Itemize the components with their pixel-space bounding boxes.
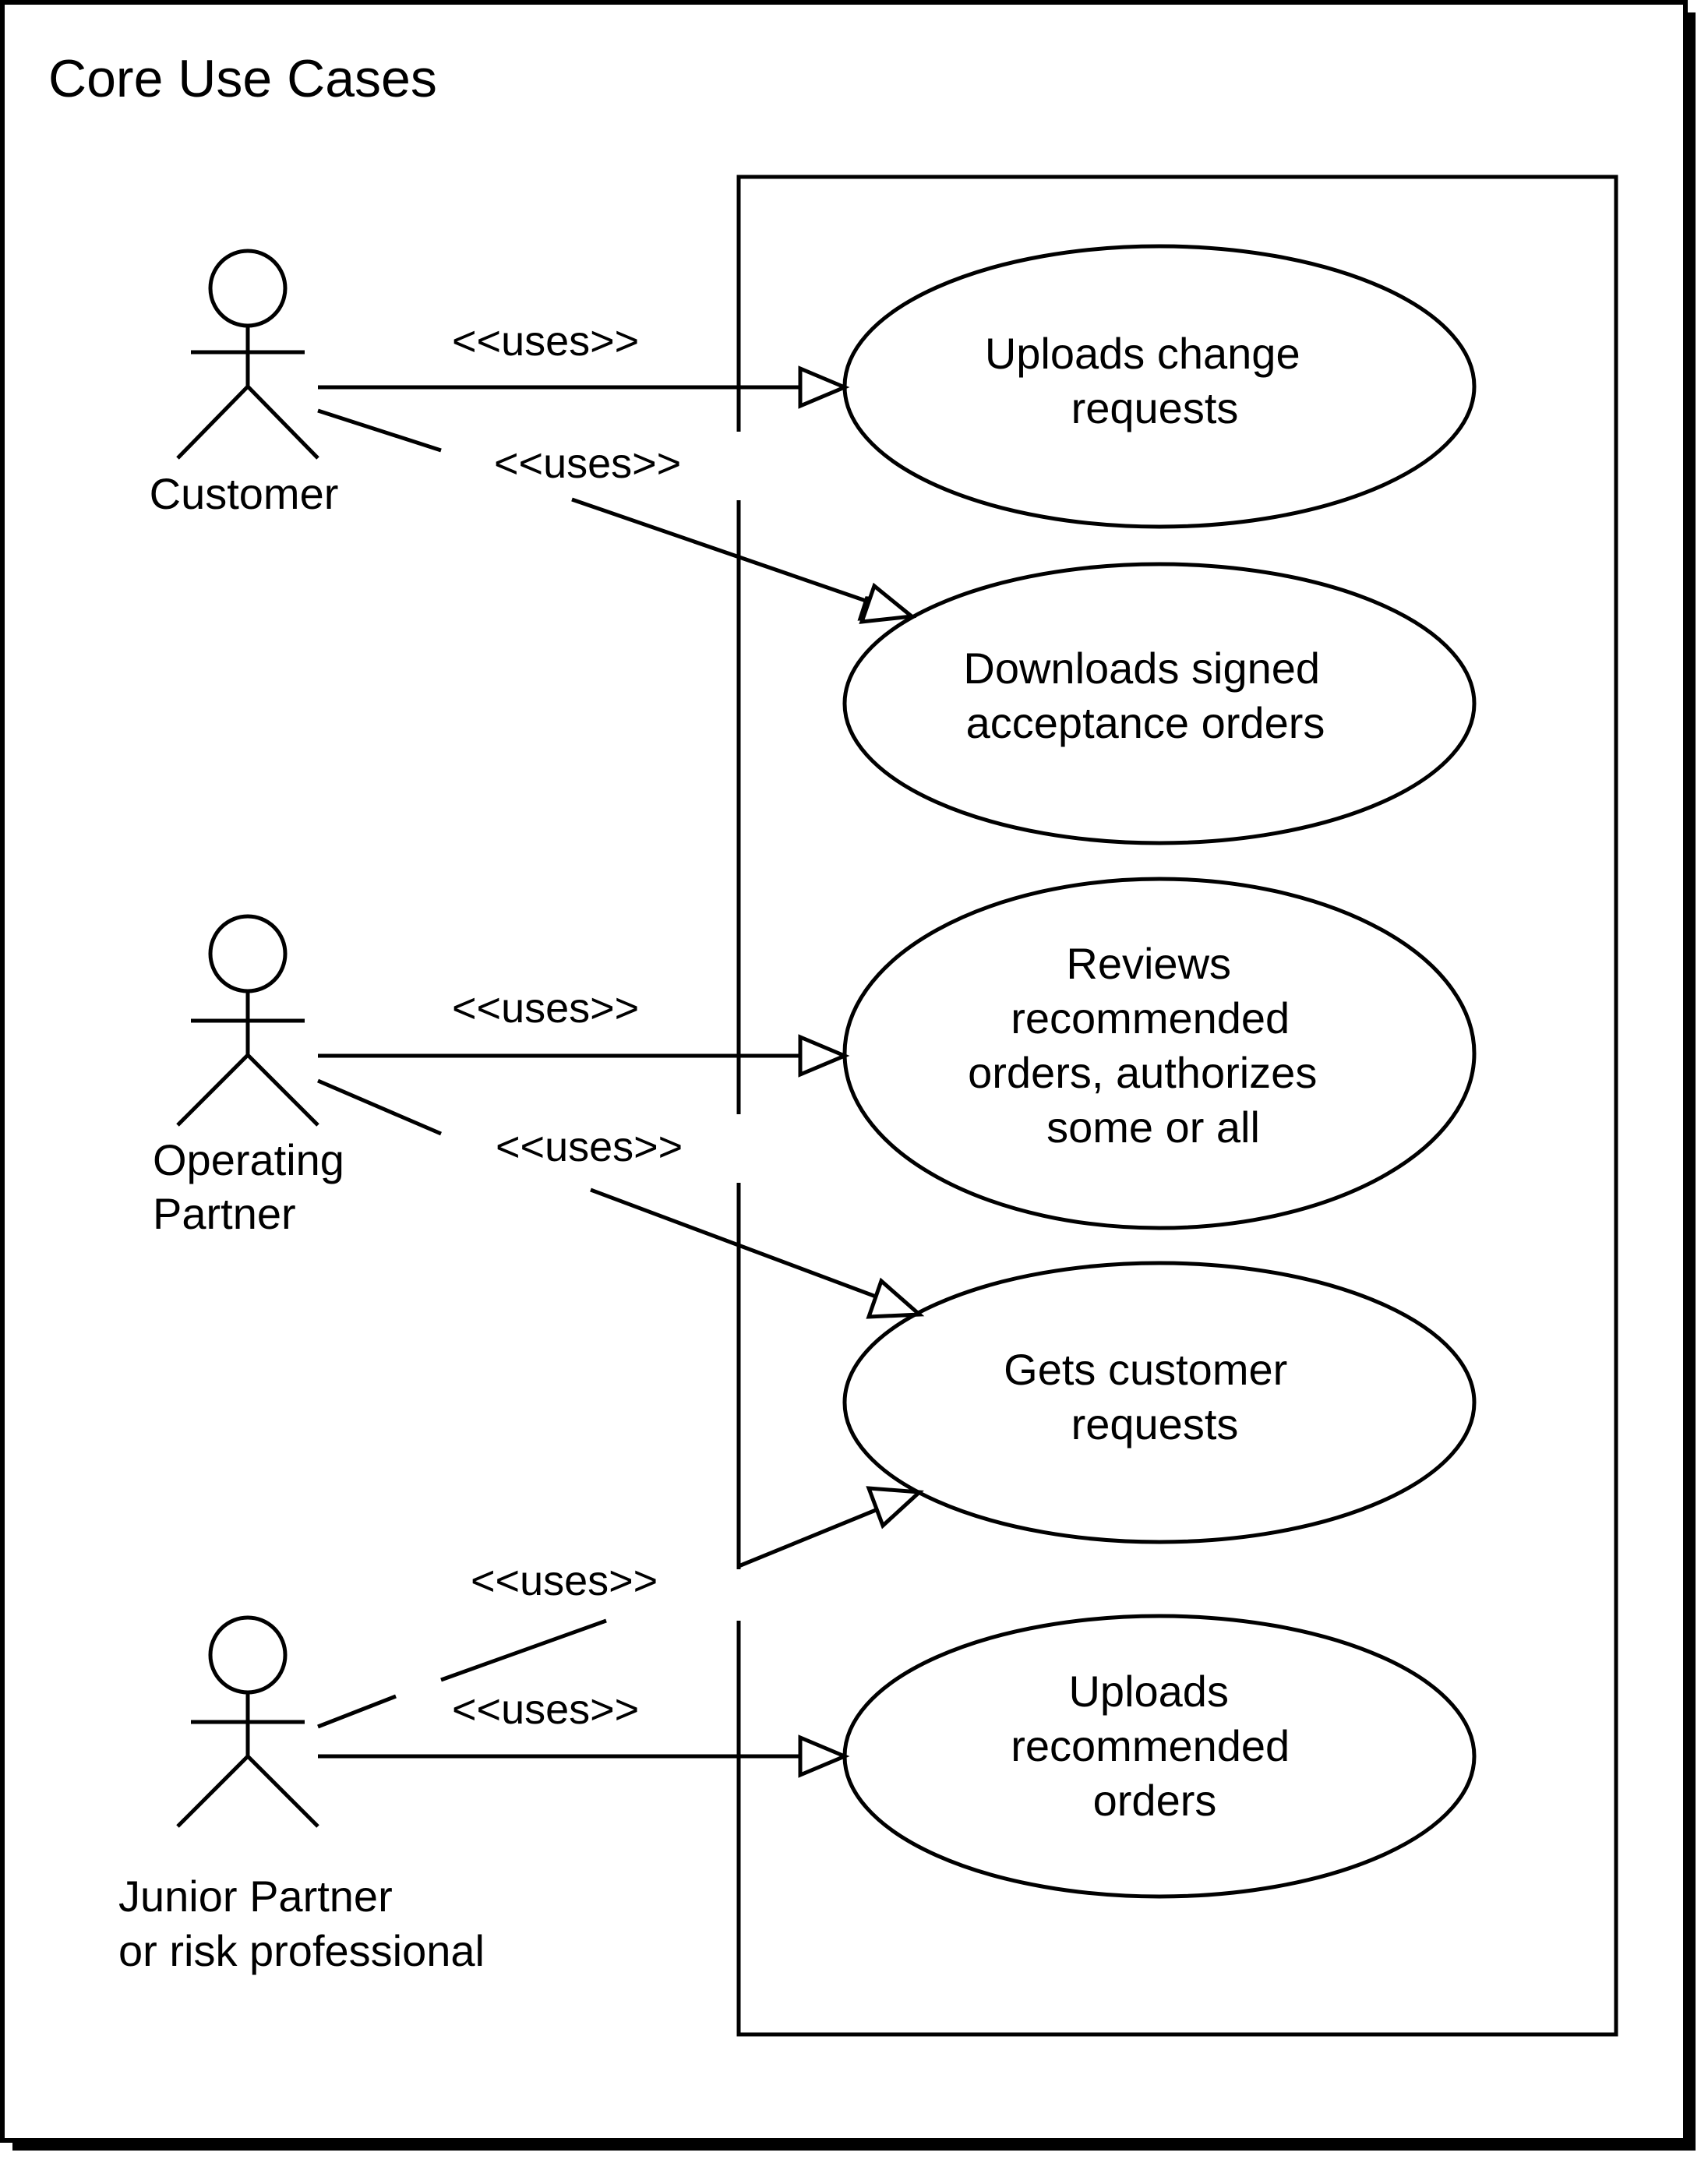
actor-left-leg (176, 1053, 249, 1127)
boundary-gap-2 (731, 1114, 748, 1183)
association-line (317, 1694, 397, 1729)
association-line (440, 1618, 607, 1682)
actor-left-leg (176, 385, 249, 460)
association-label: <<uses>> (471, 1558, 658, 1604)
association-line (317, 1078, 442, 1136)
association-arrowhead (866, 1277, 925, 1319)
association-arrowhead (859, 582, 917, 624)
actor-left-leg (176, 1755, 249, 1828)
association-label: <<uses>> (452, 318, 639, 365)
actor-label: Operating Partner (153, 1135, 357, 1238)
actor-label: Customer (150, 469, 339, 518)
association-arrowhead (798, 1034, 850, 1078)
uses-junior-partner-gets-customer-requests: <<uses>> (317, 1486, 924, 1729)
diagram-frame (0, 0, 1688, 2143)
actor-label: Junior Partner or risk professional (118, 1872, 485, 1975)
association-arrowhead (866, 1486, 924, 1530)
actor-right-leg (246, 385, 319, 460)
use-case-reviews-recommended-orders: Reviews recommended orders, authorizes s… (842, 877, 1477, 1230)
use-case-ellipse (842, 1261, 1477, 1544)
boundary-gap-3 (731, 1569, 748, 1621)
uses-operating-partner-gets-customer-requests: <<uses>> (317, 1078, 925, 1319)
actor-right-leg (246, 1755, 319, 1828)
actor-customer: Customer (150, 249, 339, 518)
uses-customer-downloads-signed-acceptance-orders: <<uses>> (317, 408, 917, 624)
association-line (571, 497, 869, 604)
diagram-title: Core Use Cases (48, 49, 437, 108)
association-line (317, 408, 442, 453)
uses-operating-partner-reviews-orders: <<uses>> (318, 985, 850, 1078)
uses-junior-partner-uploads-recommended-orders: <<uses>> (318, 1686, 850, 1778)
use-case-uploads-change-requests: Uploads change requests (842, 244, 1477, 529)
association-arrowhead (798, 1734, 850, 1778)
boundary-gap-1 (731, 432, 748, 500)
use-case-gets-customer-requests: Gets customer requests (842, 1261, 1477, 1544)
actor-operating-partner: Operating Partner (153, 914, 357, 1238)
association-label: <<uses>> (452, 1686, 639, 1733)
association-label: <<uses>> (494, 440, 681, 487)
association-line (590, 1187, 877, 1299)
actor-junior-partner: Junior Partner or risk professional (118, 1615, 485, 1975)
association-line (738, 1508, 877, 1568)
use-case-label: Reviews recommended orders, authorizes s… (968, 939, 1329, 1152)
use-case-ellipse (842, 877, 1477, 1230)
association-label: <<uses>> (452, 985, 639, 1032)
use-case-downloads-signed-acceptance-orders: Downloads signed acceptance orders (842, 562, 1477, 845)
use-case-ellipse (842, 562, 1477, 845)
association-label: <<uses>> (496, 1124, 683, 1170)
uses-customer-uploads-change-requests: <<uses>> (318, 318, 850, 409)
use-case-label: Downloads signed acceptance orders (963, 644, 1332, 747)
use-case-uploads-recommended-orders: Uploads recommended orders (842, 1614, 1477, 1899)
use-case-label: Gets customer requests (1004, 1345, 1300, 1448)
actor-right-leg (246, 1053, 319, 1127)
use-case-label: Uploads change requests (985, 329, 1312, 432)
system-boundary (736, 175, 1618, 2037)
association-arrowhead (798, 365, 850, 409)
use-case-label: Uploads recommended orders (1011, 1667, 1302, 1825)
